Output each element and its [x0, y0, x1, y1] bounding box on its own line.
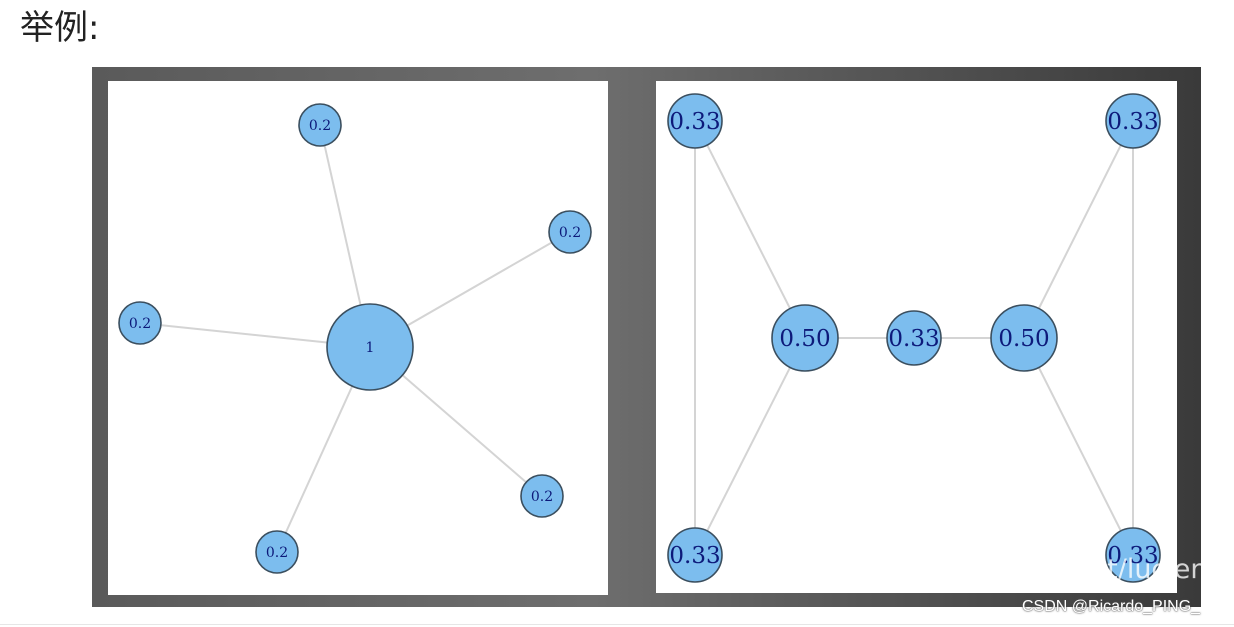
node-label: 0.2 — [531, 489, 553, 505]
graph-node: 0.33 — [667, 527, 723, 583]
node-label: 0.50 — [779, 326, 830, 352]
star-leaf-node: 0.2 — [520, 474, 564, 518]
graph-node: 0.33 — [886, 310, 942, 366]
watermark-text: https://blog.csdn.net/lucienn — [838, 554, 1225, 585]
graph-edge — [694, 337, 806, 556]
star-leaf-node: 0.2 — [298, 103, 342, 147]
graph-node: 0.50 — [771, 304, 839, 372]
node-label: 0.2 — [266, 545, 288, 561]
node-label: 0.2 — [129, 316, 151, 332]
graph-edge — [694, 120, 806, 339]
star-leaf-node: 0.2 — [548, 210, 592, 254]
node-label: 0.33 — [669, 543, 720, 569]
page-heading: 举例: — [20, 8, 100, 48]
author-credit: CSDN @Ricardo_PING_ — [1022, 598, 1201, 615]
node-label: 0.33 — [669, 109, 720, 135]
node-label: 0.2 — [559, 225, 581, 241]
node-label: 0.33 — [888, 326, 939, 352]
graph-node: 0.33 — [1105, 93, 1161, 149]
bottom-divider — [0, 624, 1234, 625]
graph-edge — [1023, 337, 1134, 556]
star-graph: 1 0.2 0.2 0.2 0.2 0.2 — [118, 103, 592, 574]
node-label: 1 — [366, 340, 375, 356]
node-label: 0.50 — [998, 326, 1049, 352]
star-leaf-node: 0.2 — [118, 301, 162, 345]
graph-node: 0.33 — [667, 93, 723, 149]
star-leaf-node: 0.2 — [255, 530, 299, 574]
graph-edge — [1023, 120, 1134, 339]
barbell-graph-panel: 0.33 0.33 0.50 0.33 0.50 0.33 — [656, 81, 1177, 593]
graph-node: 0.33 — [1105, 527, 1161, 583]
figure-frame: 1 0.2 0.2 0.2 0.2 0.2 — [92, 67, 1201, 607]
star-center-node: 1 — [326, 303, 414, 391]
graph-node: 0.50 — [990, 304, 1058, 372]
node-label: 0.33 — [1107, 109, 1158, 135]
star-graph-panel: 1 0.2 0.2 0.2 0.2 0.2 — [108, 81, 608, 595]
node-label: 0.2 — [309, 118, 331, 134]
barbell-graph: 0.33 0.33 0.50 0.33 0.50 0.33 — [667, 93, 1161, 583]
node-label: 0.33 — [1107, 543, 1158, 569]
